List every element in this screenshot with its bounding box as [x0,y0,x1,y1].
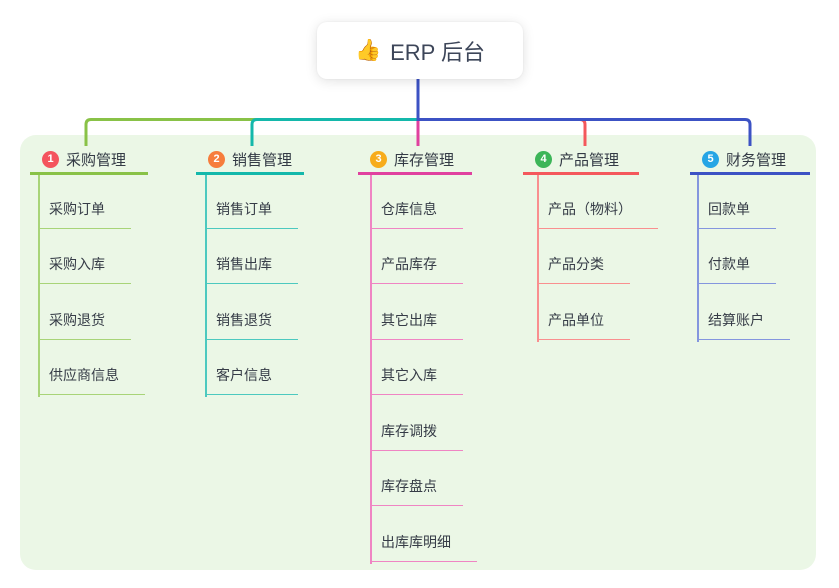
mindmap-child-node[interactable]: 销售退货 [205,308,298,340]
branch-number-badge: 4 [535,150,552,168]
mindmap-child-node[interactable]: 回款单 [697,197,776,229]
branch-label-text: 库存管理 [394,151,455,169]
mindmap-child-node[interactable]: 其它入库 [370,363,463,395]
mindmap-child-node[interactable]: 采购入库 [38,252,131,284]
branch-label-text: 财务管理 [726,151,787,169]
root-node[interactable]: 👍 ERP 后台 [317,22,523,79]
branch-node-4[interactable]: 4 产品管理 [523,146,639,175]
children-connector-line [537,175,539,342]
root-label: ERP 后台 [390,39,486,65]
branch-number-badge: 3 [370,150,387,168]
mindmap-child-node[interactable]: 仓库信息 [370,197,463,229]
branch-number-badge: 5 [702,150,719,168]
branch-node-2[interactable]: 2 销售管理 [196,146,304,175]
mindmap-child-node[interactable]: 出库库明细 [370,530,477,562]
mindmap-child-node[interactable]: 供应商信息 [38,363,145,395]
branch-label-text: 采购管理 [66,151,127,169]
mindmap-child-node[interactable]: 客户信息 [205,363,298,395]
branch-node-1[interactable]: 1 采购管理 [30,146,148,175]
branch-label-text: 产品管理 [559,151,620,169]
children-connector-line [205,175,207,397]
mindmap-child-node[interactable]: 产品单位 [537,308,630,340]
branch-number-badge: 1 [42,150,59,168]
mindmap-child-node[interactable]: 采购退货 [38,308,131,340]
mindmap-child-node[interactable]: 库存盘点 [370,474,463,506]
mindmap-child-node[interactable]: 付款单 [697,252,776,284]
mindmap-child-node[interactable]: 库存调拨 [370,419,463,451]
mindmap-child-node[interactable]: 产品分类 [537,252,630,284]
mindmap-child-node[interactable]: 产品（物料） [537,197,658,229]
children-connector-line [370,175,372,564]
branch-node-3[interactable]: 3 库存管理 [358,146,472,175]
mindmap-child-node[interactable]: 销售出库 [205,252,298,284]
children-connector-line [38,175,40,397]
branches-panel [20,135,816,570]
mindmap-child-node[interactable]: 结算账户 [697,308,790,340]
branch-number-badge: 2 [208,150,225,168]
thumbs-up-icon: 👍 [354,38,382,62]
branch-label-text: 销售管理 [232,151,293,169]
mindmap-child-node[interactable]: 采购订单 [38,197,131,229]
mindmap-child-node[interactable]: 其它出库 [370,308,463,340]
children-connector-line [697,175,699,342]
branch-node-5[interactable]: 5 财务管理 [690,146,810,175]
mindmap-child-node[interactable]: 销售订单 [205,197,298,229]
mindmap-child-node[interactable]: 产品库存 [370,252,463,284]
